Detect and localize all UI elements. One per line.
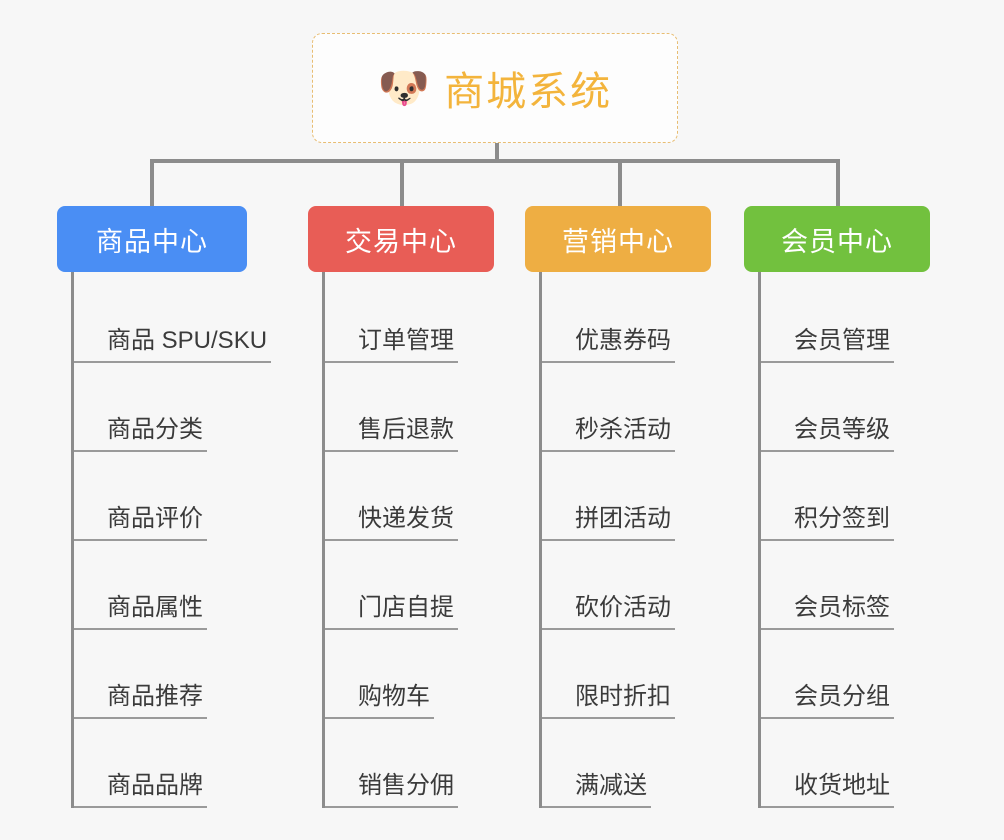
leaf-item[interactable]: 会员等级 (761, 363, 930, 452)
branch-header-product-center[interactable]: 商品中心 (57, 206, 247, 272)
leaf-item[interactable]: 砍价活动 (542, 541, 711, 630)
leaf-label: 会员等级 (761, 416, 894, 452)
branch-product-center: 商品中心 商品 SPU/SKU 商品分类 商品评价 商品属性 商品推荐 商品品牌 (57, 206, 272, 808)
connector-drop-4 (836, 159, 840, 206)
leaf-item[interactable]: 商品推荐 (74, 630, 247, 719)
branch-header-label: 交易中心 (345, 226, 457, 257)
leaf-label: 满减送 (542, 772, 651, 808)
leaf-label: 积分签到 (761, 505, 894, 541)
leaf-label: 砍价活动 (542, 594, 675, 630)
leaf-list-trade-center: 订单管理 售后退款 快递发货 门店自提 购物车 销售分佣 (322, 272, 494, 808)
connector-drop-3 (618, 159, 622, 206)
leaf-item[interactable]: 会员管理 (761, 274, 930, 363)
leaf-label: 订单管理 (325, 327, 458, 363)
leaf-label: 会员标签 (761, 594, 894, 630)
leaf-label: 拼团活动 (542, 505, 675, 541)
leaf-item[interactable]: 商品分类 (74, 363, 247, 452)
leaf-label: 商品推荐 (74, 683, 207, 719)
leaf-label: 优惠券码 (542, 327, 675, 363)
leaf-label: 商品分类 (74, 416, 207, 452)
leaf-item[interactable]: 商品品牌 (74, 719, 247, 808)
leaf-label: 快递发货 (325, 505, 458, 541)
leaf-item[interactable]: 门店自提 (325, 541, 494, 630)
leaf-item[interactable]: 商品评价 (74, 452, 247, 541)
leaf-item[interactable]: 销售分佣 (325, 719, 494, 808)
leaf-item[interactable]: 积分签到 (761, 452, 930, 541)
root-title: 商城系统 (444, 70, 613, 114)
branch-header-member-center[interactable]: 会员中心 (744, 206, 930, 272)
leaf-item[interactable]: 购物车 (325, 630, 494, 719)
leaf-item[interactable]: 售后退款 (325, 363, 494, 452)
leaf-item[interactable]: 满减送 (542, 719, 711, 808)
leaf-label: 商品品牌 (74, 772, 207, 808)
leaf-label: 售后退款 (325, 416, 458, 452)
branch-header-label: 会员中心 (781, 226, 893, 257)
leaf-label: 限时折扣 (542, 683, 675, 719)
leaf-label: 秒杀活动 (542, 416, 675, 452)
leaf-item[interactable]: 优惠券码 (542, 274, 711, 363)
leaf-item[interactable]: 收货地址 (761, 719, 930, 808)
branch-header-trade-center[interactable]: 交易中心 (308, 206, 494, 272)
connector-root-stem (495, 143, 499, 162)
leaf-label: 会员分组 (761, 683, 894, 719)
root-node[interactable]: 🐶 商城系统 (312, 33, 678, 143)
leaf-list-marketing-center: 优惠券码 秒杀活动 拼团活动 砍价活动 限时折扣 满减送 (539, 272, 711, 808)
branch-marketing-center: 营销中心 优惠券码 秒杀活动 拼团活动 砍价活动 限时折扣 满减送 (525, 206, 711, 808)
leaf-label: 购物车 (325, 683, 434, 719)
branch-trade-center: 交易中心 订单管理 售后退款 快递发货 门店自提 购物车 销售分佣 (308, 206, 494, 808)
branch-member-center: 会员中心 会员管理 会员等级 积分签到 会员标签 会员分组 收货地址 (744, 206, 930, 808)
connector-drop-1 (150, 159, 154, 206)
branch-header-label: 商品中心 (96, 226, 208, 257)
leaf-label: 商品评价 (74, 505, 207, 541)
leaf-list-member-center: 会员管理 会员等级 积分签到 会员标签 会员分组 收货地址 (758, 272, 930, 808)
leaf-item[interactable]: 会员标签 (761, 541, 930, 630)
leaf-item[interactable]: 会员分组 (761, 630, 930, 719)
shiba-dog-face-icon: 🐶 (377, 64, 431, 111)
leaf-item[interactable]: 限时折扣 (542, 630, 711, 719)
leaf-item[interactable]: 拼团活动 (542, 452, 711, 541)
leaf-item[interactable]: 快递发货 (325, 452, 494, 541)
leaf-label: 商品属性 (74, 594, 207, 630)
leaf-label: 收货地址 (761, 772, 894, 808)
leaf-label: 会员管理 (761, 327, 894, 363)
branch-header-marketing-center[interactable]: 营销中心 (525, 206, 711, 272)
leaf-item[interactable]: 商品属性 (74, 541, 247, 630)
leaf-list-product-center: 商品 SPU/SKU 商品分类 商品评价 商品属性 商品推荐 商品品牌 (71, 272, 272, 808)
branch-header-label: 营销中心 (562, 226, 674, 257)
leaf-label: 商品 SPU/SKU (74, 327, 272, 363)
leaf-item[interactable]: 秒杀活动 (542, 363, 711, 452)
leaf-label: 销售分佣 (325, 772, 458, 808)
leaf-item[interactable]: 商品 SPU/SKU (74, 274, 272, 363)
connector-horizontal-bus (150, 159, 840, 163)
connector-drop-2 (400, 159, 404, 206)
leaf-label: 门店自提 (325, 594, 458, 630)
leaf-item[interactable]: 订单管理 (325, 274, 494, 363)
